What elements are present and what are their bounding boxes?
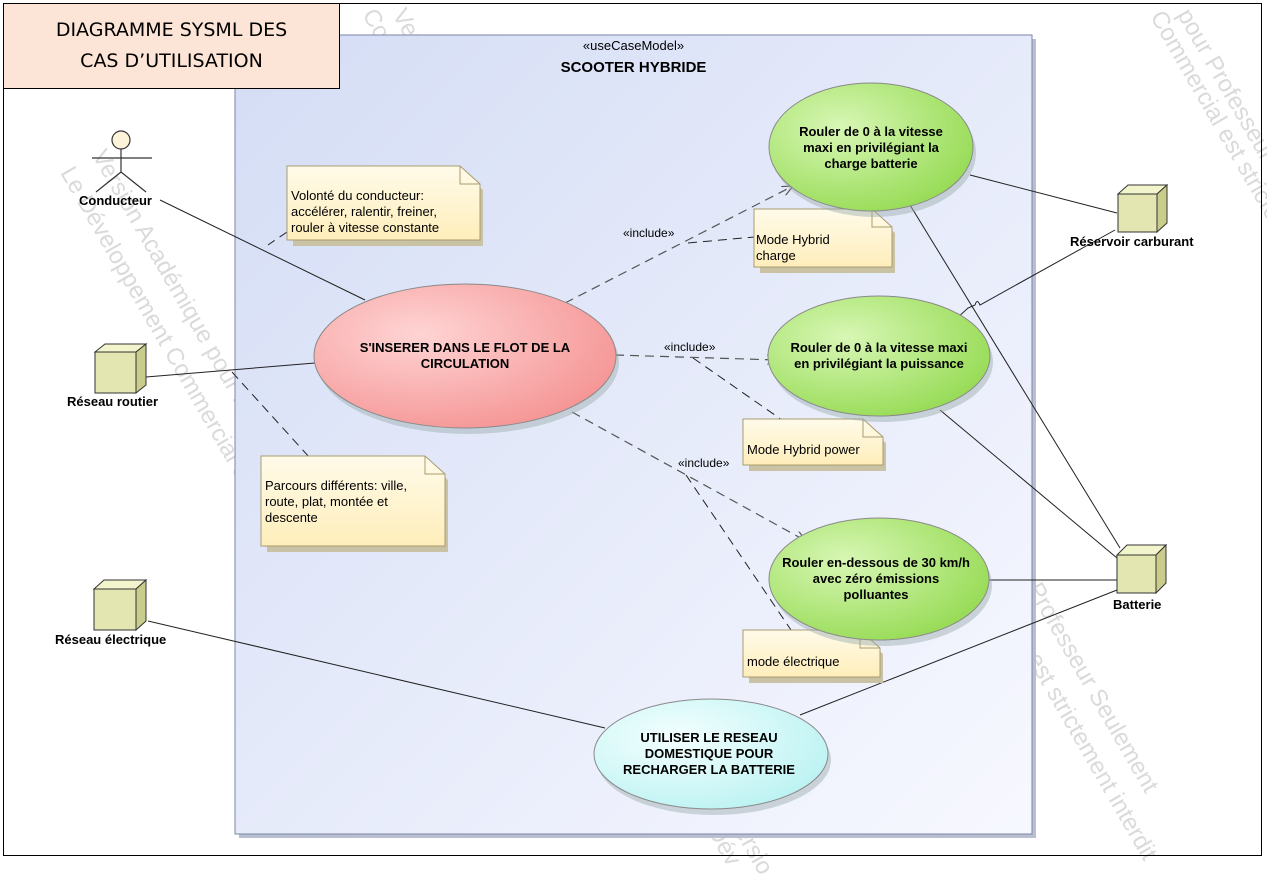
note-shapes [260,165,895,683]
system-stereotype: «useCaseModel» [582,38,685,53]
note-hybrid-power-shape [742,418,884,466]
block-batterie-icon [1115,543,1168,595]
use-case-puissance[interactable]: Rouler de 0 à la vitesse maxi en privilé… [790,340,968,371]
note-volonte: Volonté du conducteur: accélérer, ralent… [291,188,440,235]
anchor-note-parcours [231,371,311,459]
use-case-recharge[interactable]: UTILISER LE RESEAU DOMESTIQUE POUR RECHA… [623,730,795,777]
actor-batterie-label: Batterie [1113,597,1162,612]
diagram-title: DIAGRAMME SYSML DES CAS D’UTILISATION [3,3,340,89]
actor-conducteur-icon [92,130,152,193]
assoc-charge-batterie [909,204,1121,549]
include-dependencies [564,186,806,541]
outer-frame [3,3,1262,856]
use-case-electrique[interactable]: Rouler en-dessous de 30 km/h avec zéro é… [782,555,970,602]
assoc-puissance-batterie [939,409,1118,559]
use-case-shapes [313,82,993,815]
actor-reservoir-label: Réservoir carburant [1070,234,1194,249]
assoc-conducteur-inserer [159,199,366,301]
note-volonte-shape [286,165,481,241]
actor-reseau-routier-label: Réseau routier [67,394,159,409]
actor-conducteur-label: Conducteur [79,193,152,208]
assoc-puissance-reservoir [954,229,1116,321]
diagram-title-line2: CAS D’UTILISATION [80,50,263,72]
block-reseau-electrique-icon [92,578,148,632]
note-parcours: Parcours différents: ville, route, plat,… [265,478,408,525]
assoc-recharge-batterie [799,589,1118,716]
use-case-charge-shape [768,82,974,212]
include-arrow-puissance [614,354,778,360]
use-case-puissance-shape [767,295,991,417]
diagram-graphics [92,34,1169,838]
note-mode-electrique: mode électrique [747,654,840,669]
include-label-charge: «include» [623,226,675,240]
assoc-electrique-recharge [147,620,606,729]
association-lines [145,174,1121,729]
anchor-note-hybrid-power [692,357,783,421]
include-label-puissance: «include» [664,340,716,354]
note-anchors [231,231,792,631]
use-case-electrique-shape [768,517,990,641]
anchor-note-volonte [267,231,288,246]
use-case-recharge-shape [593,698,829,810]
include-label-electrique: «include» [678,456,730,470]
note-hybrid-charge: Mode Hybrid charge [756,232,830,263]
anchor-note-hybrid-charge [687,236,755,244]
note-parcours-shape [260,455,446,547]
diagram-title-line1: DIAGRAMME SYSML DES [55,19,288,41]
note-hybrid-power: Mode Hybrid power [747,442,860,457]
use-case-inserer-shape [313,283,617,429]
use-case-charge[interactable]: Rouler de 0 à la vitesse maxi en privilé… [799,124,943,171]
block-reservoir-icon [1116,183,1169,234]
diagram-canvas: Version Académique pour Professeur Seule… [3,3,1267,879]
anchor-note-mode-electrique [685,474,792,631]
include-arrow-charge [564,186,793,304]
block-actor-icons [92,183,1169,632]
assoc-charge-reservoir [969,174,1118,214]
block-reseau-routier-icon [93,342,148,395]
system-name: SCOOTER HYBRIDE [560,59,707,76]
use-case-inserer[interactable]: S'INSERER DANS LE FLOT DE LA CIRCULATION [359,340,571,371]
assoc-routier-inserer [145,362,316,378]
actor-reseau-electrique-label: Réseau électrique [55,632,167,647]
